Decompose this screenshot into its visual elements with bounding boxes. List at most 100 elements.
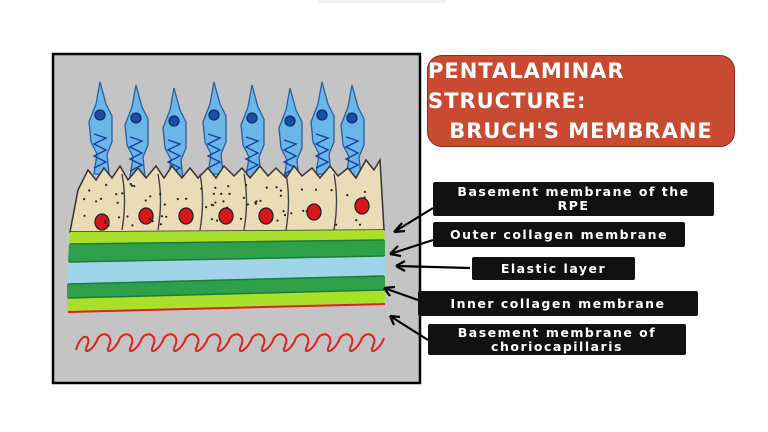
pigment-dot: [227, 185, 230, 188]
label-basement-membrane-choriocapillaris: Basement membrane of choriocapillaris: [428, 324, 686, 355]
pigment-dot: [176, 197, 179, 201]
pigment-dot: [121, 192, 124, 195]
rpe-cell-borders: [121, 173, 338, 231]
pigment-dot: [105, 183, 108, 186]
photoreceptor-nucleus: [284, 115, 296, 127]
pigment-dot: [335, 223, 338, 226]
arrow-outer-collagen: [389, 238, 434, 256]
pigment-dot: [246, 203, 249, 206]
pigment-dot: [216, 219, 219, 222]
pigment-dot: [279, 194, 282, 197]
arrow-inner-collagen: [383, 286, 419, 302]
rpe-cell-wall: [243, 173, 248, 231]
elastic-layer-band: [67, 256, 385, 284]
pigment-dot: [200, 187, 203, 190]
photoreceptor-disc-zigzag: [128, 136, 144, 172]
pigment-dot: [133, 185, 136, 188]
rpe-nucleus: [306, 203, 322, 221]
pigment-dot: [254, 202, 257, 205]
inner-collagen-layer: [67, 276, 385, 298]
pigment-dot: [149, 195, 152, 198]
pigment-dot: [115, 193, 118, 196]
pigment-dot: [279, 189, 282, 192]
pigment-dot: [214, 186, 217, 189]
rpe-nucleus: [258, 207, 274, 225]
pigment-dot: [104, 219, 107, 222]
arrow-elastic: [395, 264, 471, 270]
photoreceptor-nucleus: [94, 109, 106, 121]
pigment-dot: [159, 223, 162, 226]
rpe-cell-wall: [285, 173, 290, 231]
pigment-dot: [242, 196, 245, 199]
pigment-dot: [151, 220, 154, 223]
pigment-dot: [95, 200, 98, 203]
pigment-dot: [239, 217, 243, 220]
pigment-dot: [214, 201, 217, 204]
pigment-dot: [83, 214, 86, 217]
rpe-cell-wall: [199, 173, 204, 231]
pigment-dot: [330, 189, 333, 192]
red-border-line: [67, 303, 386, 313]
arrow-outer-collagen-head: [389, 245, 402, 258]
rpe-nucleus: [218, 207, 234, 225]
pigment-dot: [245, 183, 248, 187]
arrow-inner-collagen-head: [383, 285, 396, 297]
label-inner-collagen-membrane: Inner collagen membrane: [418, 291, 698, 316]
label-basement-rpe-line1: Basement membrane of the: [457, 184, 690, 199]
pigment-dot: [276, 219, 279, 222]
photoreceptor-cells: [88, 81, 365, 181]
pigment-dot: [358, 223, 362, 226]
pigment-dot: [144, 199, 147, 202]
photoreceptor-disc-zigzag: [244, 136, 260, 172]
pigment-dot: [83, 198, 86, 201]
pigment-dot: [265, 186, 268, 189]
label-outer-collagen-membrane: Outer collagen membrane: [433, 222, 685, 247]
photoreceptor-disc-zigzag: [166, 139, 182, 175]
rpe-nucleus: [138, 207, 154, 225]
photoreceptor-disc-zigzag: [344, 136, 360, 172]
pigment-dot: [228, 192, 231, 195]
arrow-elastic-head: [395, 260, 406, 272]
pigment-dot: [185, 197, 188, 200]
pointer-arrows: [383, 207, 471, 341]
rpe-nucleus: [354, 197, 370, 215]
pigment-dot: [130, 184, 133, 187]
photoreceptor-nucleus: [316, 109, 328, 121]
rpe-cell-wall: [333, 173, 338, 231]
rpe-nucleus: [178, 207, 194, 225]
pigment-dot: [226, 206, 229, 209]
photoreceptor-nucleus: [130, 112, 142, 124]
pigment-dot: [283, 213, 287, 217]
pigment-dot: [314, 188, 318, 191]
layer-boundary: [67, 239, 385, 299]
label-basement-cc-line1: Basement membrane of: [457, 324, 657, 340]
arrow-basement-cc: [389, 315, 429, 341]
pigment-dot: [131, 224, 134, 227]
pigment-dot: [104, 221, 107, 224]
rpe-cell-wall: [121, 173, 126, 231]
pigment-dot: [129, 182, 132, 186]
pigment-dot: [160, 215, 164, 218]
pigment-dot: [165, 215, 168, 218]
label-basement-membrane-rpe: Basement membrane of the RPE: [433, 182, 714, 216]
pigment-dot: [117, 216, 121, 219]
label-basement-cc-line2: choriocapillaris: [491, 338, 623, 354]
top-divider: [318, 0, 446, 3]
arrow-basement-rpe: [393, 207, 434, 233]
title-line-1: Pentalaminar Structure:: [428, 59, 625, 113]
pigment-dot: [220, 192, 223, 195]
pigment-dot: [116, 201, 119, 204]
photoreceptor: [202, 81, 227, 175]
pigment-dot: [355, 219, 358, 222]
pigment-dot: [300, 188, 303, 191]
rpe-cell-wall: [157, 173, 162, 231]
arrow-basement-rpe-head: [393, 222, 406, 234]
pigment-dot: [275, 186, 278, 189]
pigment-dot: [363, 196, 366, 199]
rpe-nucleus: [94, 213, 110, 231]
pigment-dot: [363, 190, 366, 193]
photoreceptor-nucleus: [168, 115, 180, 127]
photoreceptor-nucleus: [346, 112, 358, 124]
arrow-basement-cc-head: [388, 314, 401, 326]
label-elastic-layer: Elastic layer: [472, 257, 635, 280]
